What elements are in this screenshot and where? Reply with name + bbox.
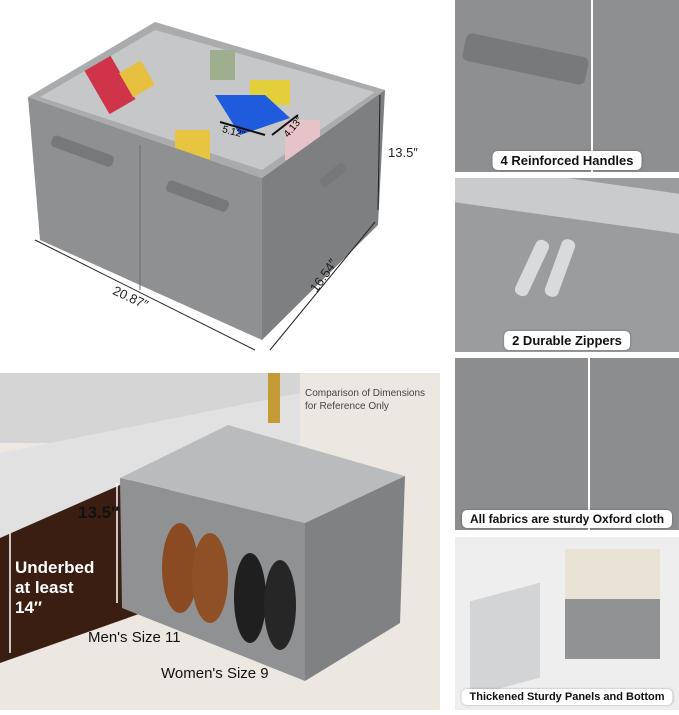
feature-panel-handles: 4 Reinforced Handles — [455, 0, 679, 172]
mens-size-label: Men's Size 11 — [88, 629, 181, 646]
note-line1: Comparison of Dimensions — [305, 388, 426, 399]
panel-board — [470, 582, 540, 697]
feature-panel-zippers: 2 Durable Zippers — [455, 178, 679, 352]
note-line2: for Reference Only — [305, 401, 389, 412]
feature-label: All fabrics are sturdy Oxford cloth — [461, 510, 673, 528]
underbed-illustration — [0, 373, 405, 681]
underbed-line2: at least — [15, 578, 74, 597]
feature-label: Thickened Sturdy Panels and Bottom — [461, 689, 673, 705]
feature-panel-fabric: All fabrics are sturdy Oxford cloth — [455, 358, 679, 530]
beige-box — [565, 549, 660, 599]
handle-closeup — [461, 32, 590, 86]
gray-box — [565, 599, 660, 659]
feature-label: 2 Durable Zippers — [504, 331, 630, 350]
underbed-line1: Underbed — [15, 558, 95, 577]
height-dimension: 13.5″ — [388, 145, 418, 160]
box-height-label: 13.5″ — [78, 503, 120, 522]
product-dimensions-image: 20.87″ 16.54″ 13.5″ 5.12″ 4.13″ — [0, 0, 450, 360]
womens-size-label: Women's Size 9 — [161, 665, 269, 682]
underbed-line3: 14″ — [15, 598, 43, 617]
feature-label: 4 Reinforced Handles — [492, 151, 642, 170]
storage-box-illustration — [28, 22, 385, 351]
feature-panel-panels: Thickened Sturdy Panels and Bottom — [455, 537, 679, 710]
underbed-scene-image: Comparison of Dimensions for Reference O… — [0, 373, 440, 710]
